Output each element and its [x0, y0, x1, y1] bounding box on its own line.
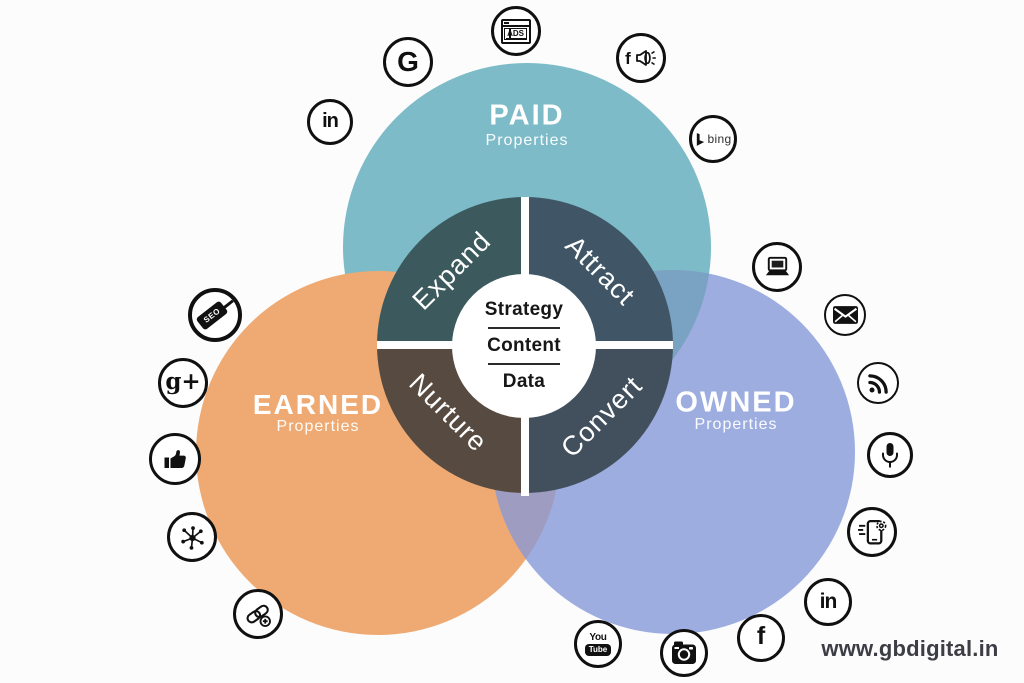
youtube-text-bottom: Tube: [584, 643, 612, 656]
paid-title: PAID: [489, 99, 565, 132]
owned-title: OWNED: [675, 386, 797, 419]
megaphone-icon: [635, 50, 656, 66]
center-circle: [452, 274, 596, 418]
instagram-icon: [660, 629, 708, 677]
linkedin-text: in: [819, 589, 838, 613]
laptop-glyph: [765, 256, 789, 276]
linkedin-icon: in: [804, 578, 852, 626]
youtube-text-top: You: [589, 631, 607, 643]
rss-icon: [857, 362, 899, 404]
thumbs-up-icon: [149, 433, 201, 485]
center-hub: Strategy Content Data: [459, 299, 589, 393]
seo-tag: SEO: [195, 300, 229, 331]
ads-browser-icon: ADS: [491, 6, 541, 56]
ads-window: ADS: [501, 18, 531, 44]
link-building-glyph: [246, 604, 271, 627]
microphone-icon: [867, 432, 913, 478]
owned-subtitle: Properties: [694, 416, 778, 433]
seo-text: SEO: [201, 306, 223, 325]
google-plus-icon: g+: [158, 358, 208, 408]
facebook-ads-icon: f: [616, 33, 666, 83]
microphone-glyph: [882, 442, 898, 467]
center-rule-1: [488, 327, 560, 329]
linkedin-text: in: [322, 110, 339, 132]
center-data: Data: [502, 371, 546, 392]
facebook-ads-text: f: [625, 48, 631, 68]
center-strategy: Strategy: [484, 299, 564, 320]
center-rule-2: [488, 363, 560, 365]
paid-subtitle: Properties: [485, 132, 569, 149]
google-icon: G: [383, 37, 433, 87]
instagram-glyph: [672, 641, 696, 664]
mobile-gear-icon: [847, 507, 897, 557]
google-text: G: [397, 46, 419, 77]
ads-text: ADS: [504, 27, 527, 40]
ads-window-line: [506, 38, 526, 39]
link-building-icon: [233, 589, 283, 639]
share-network-icon: [167, 512, 217, 562]
facebook-text: f: [756, 622, 766, 650]
share-network-glyph: [180, 525, 204, 550]
watermark: www.gbdigital.in: [821, 636, 999, 661]
laptop-icon: [752, 242, 802, 292]
bing-logo-mark: [696, 132, 704, 146]
mobile-gear-glyph: [857, 519, 886, 544]
thumbs-up-glyph: [164, 450, 186, 468]
ads-window-divider: [509, 27, 511, 38]
seo-tag-icon: SEO: [188, 288, 242, 342]
email-icon: [824, 294, 866, 336]
earned-title: EARNED: [252, 389, 384, 420]
youtube-icon: You Tube: [574, 620, 622, 668]
linkedin-icon: in: [307, 99, 353, 145]
center-content: Content: [487, 335, 561, 356]
earned-subtitle: Properties: [276, 418, 360, 435]
rss-glyph: [867, 373, 888, 394]
email-glyph: [832, 306, 858, 324]
bing-text: bing: [707, 132, 732, 146]
facebook-icon: f: [737, 614, 785, 662]
google-plus-text: g+: [165, 367, 201, 395]
bing-icon: bing: [689, 115, 737, 163]
ads-window-bar: [503, 21, 529, 27]
